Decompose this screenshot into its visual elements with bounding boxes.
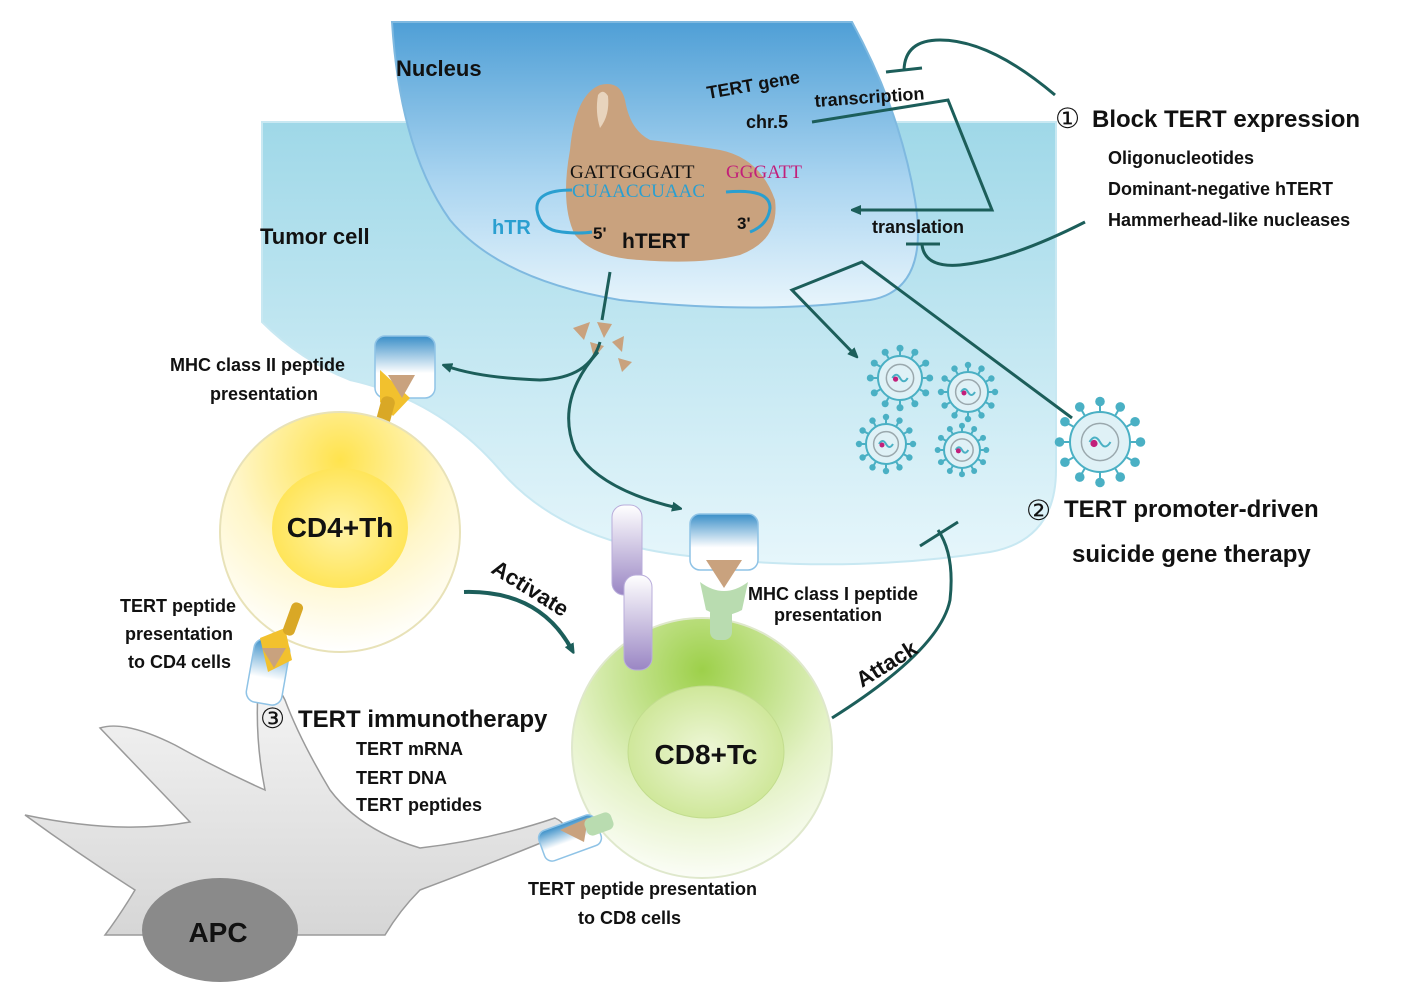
block-item-2: Dominant-negative hTERT (1108, 179, 1333, 199)
immuno-item-3: TERT peptides (356, 795, 482, 815)
mhc1-label-line1: MHC class I peptide (748, 584, 918, 604)
apc-mhc2-molecule (245, 602, 304, 706)
dna-seq-top-magenta: GGGATT (726, 162, 802, 183)
mhc1-label-line2: presentation (774, 605, 882, 625)
suicide-title-line2: suicide gene therapy (1072, 541, 1311, 568)
mhc2-label-line2: presentation (210, 384, 318, 404)
block-transcription-bar (885, 66, 923, 74)
suicide-gene-arrow (789, 260, 1073, 420)
cd4-pres-line1: TERT peptide (120, 596, 236, 616)
virus-particle (855, 413, 917, 475)
htert-highlight (596, 91, 609, 128)
virus-particle (934, 422, 990, 478)
attack-bar (919, 520, 959, 548)
activate-label: Activate (487, 555, 573, 622)
virus-particle (937, 361, 999, 423)
htert-degradation-line (600, 271, 612, 321)
htert-protein (566, 84, 776, 262)
suicide-marker: ② (1026, 495, 1051, 526)
virus-particle (1054, 396, 1146, 488)
block-title: Block TERT expression (1092, 106, 1360, 133)
transcription-arrow (811, 98, 995, 210)
mhc1-presentation-arrow (567, 350, 678, 508)
virus-particle (866, 344, 934, 412)
immuno-item-2: TERT DNA (356, 768, 447, 788)
block-item-3: Hammerhead-like nucleases (1108, 210, 1350, 230)
block-transcription-inhibitor (902, 38, 1056, 97)
cd4-pres-line2: presentation (125, 624, 233, 644)
immuno-marker: ③ (260, 703, 285, 734)
cd8-label: CD8+Tc (655, 739, 758, 770)
tcr-receptor (611, 504, 653, 671)
suicide-title-line1: TERT promoter-driven (1064, 496, 1319, 523)
block-marker: ① (1055, 103, 1080, 134)
apc-mhc1-molecule (537, 812, 614, 862)
rna-seq-bottom: CUAACCUAAC (572, 181, 705, 202)
cd8-pres-line2: to CD8 cells (578, 908, 681, 928)
apc-cell (24, 681, 565, 936)
cd8-nucleus (627, 685, 785, 819)
attack-arrow (831, 529, 953, 720)
translation-label: translation (872, 217, 964, 237)
cd8-pres-line1: TERT peptide presentation (528, 879, 757, 899)
block-translation-inhibitor (920, 220, 1086, 267)
block-item-1: Oligonucleotides (1108, 148, 1254, 168)
mhc2-label-line1: MHC class II peptide (170, 355, 345, 375)
virus-group (855, 344, 1146, 488)
five-prime-label: 5' (593, 224, 607, 243)
apc-nucleus (142, 878, 298, 982)
htr-rna-strand (535, 188, 772, 235)
dna-seq-top-black: GATTGGGATT (570, 162, 695, 183)
htr-label: hTR (492, 217, 531, 239)
chr5-label: chr.5 (746, 112, 788, 132)
mhc1-molecule (689, 513, 759, 640)
htert-label: hTERT (622, 230, 690, 253)
tumor-cell-label: Tumor cell (260, 224, 370, 249)
cd4-pres-line3: to CD4 cells (128, 652, 231, 672)
three-prime-label: 3' (737, 214, 751, 233)
immuno-title: TERT immunotherapy (298, 706, 548, 733)
immuno-item-1: TERT mRNA (356, 739, 463, 759)
cd4-nucleus (272, 468, 408, 588)
activate-arrow (463, 589, 572, 650)
apc-label: APC (188, 917, 247, 948)
nucleus-label: Nucleus (396, 56, 482, 81)
cd4-label: CD4+Th (287, 512, 394, 543)
attack-label: Attack (851, 635, 922, 692)
mhc2-molecule (373, 335, 436, 438)
